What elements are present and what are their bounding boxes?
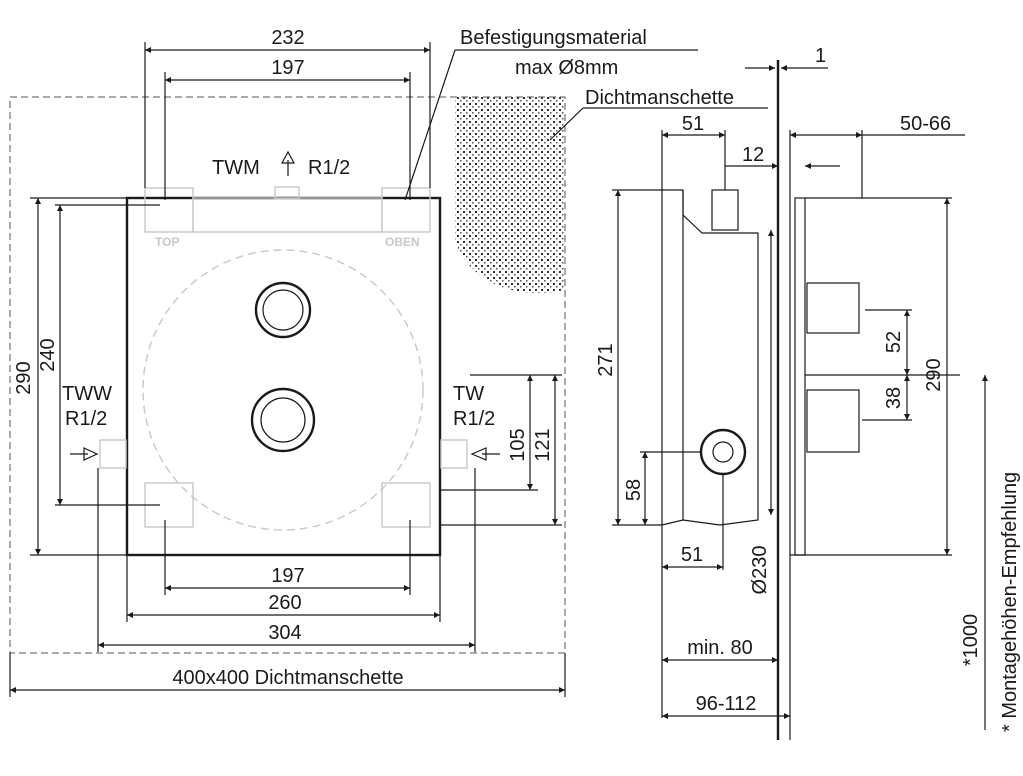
top-label: TOP	[155, 235, 179, 249]
height-note: * Montagehöhen-Empfehlung	[999, 472, 1021, 732]
dim-diameter-230: Ø230	[749, 546, 771, 595]
side-connector-circle	[699, 428, 747, 476]
twm-connector	[274, 186, 300, 200]
seal-label: Dichtmanschette	[585, 87, 734, 109]
twm-thread: R1/2	[308, 157, 350, 179]
dim-121: 121	[532, 428, 554, 461]
dim-290-front: 290	[13, 361, 35, 394]
dim-197-top: 197	[271, 57, 304, 79]
dim-51-bottom: 51	[681, 544, 703, 566]
dim-105: 105	[507, 428, 529, 461]
side-view: 1 51 12 50-66 271 52 38 290 58 51 Ø230 m…	[595, 45, 1021, 740]
cover-plate	[794, 197, 806, 556]
tww-connector	[99, 439, 127, 469]
cutout-circle	[142, 249, 424, 531]
dim-96-112: 96-112	[696, 693, 757, 715]
dim-min-80: min. 80	[687, 637, 753, 659]
arrow-up-icon	[280, 150, 296, 176]
dim-51-top: 51	[682, 113, 704, 135]
bracket-top-right	[381, 187, 431, 233]
dim-1: 1	[815, 45, 826, 67]
dim-50-66: 50-66	[900, 113, 951, 135]
side-housing	[661, 189, 759, 526]
dim-304: 304	[268, 622, 301, 644]
dim-260: 260	[268, 592, 301, 614]
dim-240: 240	[37, 338, 59, 371]
upper-knob	[254, 281, 312, 339]
lower-knob-side	[806, 389, 860, 453]
tww-label: TWW	[62, 383, 112, 405]
lower-knob	[250, 387, 316, 453]
dim-290-side: 290	[923, 358, 945, 391]
dim-197-bottom: 197	[271, 565, 304, 587]
dim-12: 12	[742, 144, 764, 166]
twm-side-connector	[711, 189, 739, 231]
arrow-left-icon	[470, 447, 500, 461]
upper-knob-inner	[262, 289, 304, 331]
top-frame	[192, 197, 383, 233]
dim-271: 271	[595, 343, 617, 376]
dim-38: 38	[883, 387, 905, 409]
dim-232: 232	[271, 27, 304, 49]
twm-label: TWM	[212, 157, 260, 179]
oben-label: OBEN	[385, 235, 420, 249]
upper-knob-side	[806, 282, 860, 334]
lower-knob-inner	[260, 397, 306, 443]
seal-outline	[9, 96, 566, 654]
tw-label: TW	[453, 383, 484, 405]
housing-box	[125, 196, 442, 557]
dim-52: 52	[883, 331, 905, 353]
tww-thread: R1/2	[65, 408, 107, 430]
tw-thread: R1/2	[453, 408, 495, 430]
height-1000: *1000	[960, 614, 982, 666]
fixing-size: max Ø8mm	[515, 57, 618, 79]
tw-connector	[440, 439, 468, 469]
wall-hatch	[455, 97, 565, 293]
bracket-top-left	[144, 187, 194, 233]
arrow-right-icon	[70, 447, 99, 461]
dim-400x400: 400x400 Dichtmanschette	[172, 667, 403, 689]
bracket-bottom-right	[381, 482, 431, 528]
front-view: TOP OBEN 232 197 Befestigungsmaterial ma…	[9, 27, 768, 697]
fixing-label: Befestigungsmaterial	[460, 27, 647, 49]
dim-58: 58	[623, 479, 645, 501]
